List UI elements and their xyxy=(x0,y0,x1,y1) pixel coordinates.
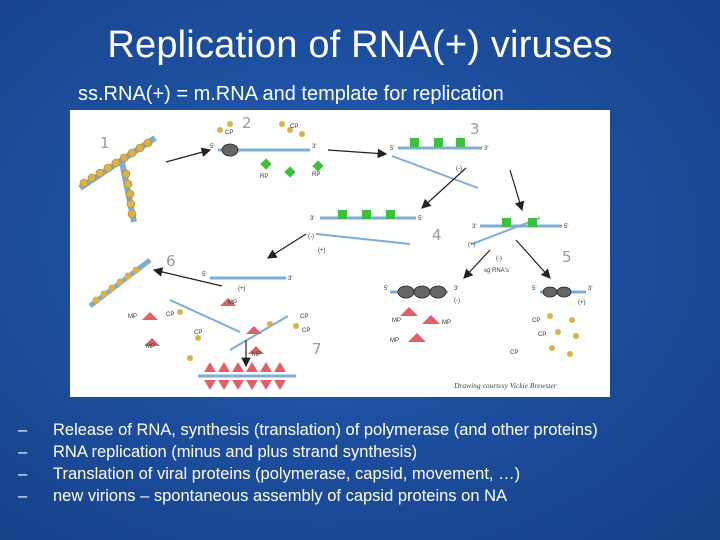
label-mp-6d: MP xyxy=(252,352,261,358)
bullet-text: Translation of viral proteins (polymeras… xyxy=(53,465,521,483)
step-number-7: 7 xyxy=(312,340,322,358)
bullet-dash: – xyxy=(18,465,28,483)
bullet-dash: – xyxy=(18,421,28,439)
label-5prime-5b: 5' xyxy=(532,286,536,292)
bullet-item: – Translation of viral proteins (polymera… xyxy=(18,463,718,485)
label-5prime-5a: 5' xyxy=(384,286,388,292)
label-mp-6a: MP xyxy=(228,300,237,306)
label-minus-4: (-) xyxy=(308,234,314,240)
label-5prime-4b: 5' xyxy=(564,224,568,230)
label-cp-2b: CP xyxy=(290,124,298,130)
label-mp-5c: MP xyxy=(390,338,399,344)
step-number-6: 6 xyxy=(166,252,176,270)
step-number-4: 4 xyxy=(432,226,442,244)
bullet-text: new virions – spontaneous assembly of ca… xyxy=(53,487,507,505)
label-5prime-6: 5' xyxy=(202,272,206,278)
replicase-binding-step: 5' 3' (-) xyxy=(390,138,488,189)
replication-diagram: 1 2 3 4 5 6 7 5' 3' xyxy=(70,110,610,397)
label-cp-2a: CP xyxy=(225,130,233,136)
label-mp-6b: MP xyxy=(128,314,137,320)
label-3prime-3: 3' xyxy=(484,146,488,152)
minus-strand-synthesis-step: 3' 5' (-) (+) xyxy=(308,210,422,254)
label-mp-5b: MP xyxy=(442,320,451,326)
label-plus-4b: (+) xyxy=(468,242,476,248)
label-3prime-2: 3' xyxy=(312,144,316,150)
bullet-text: RNA replication (minus and plus strand s… xyxy=(53,443,418,461)
label-5prime-3: 5' xyxy=(390,146,394,152)
label-mp-6c: MP xyxy=(146,344,155,350)
plus-strand-synthesis-step: 3' 5' (+) (-) sg RNA's xyxy=(468,217,568,274)
movement-complex xyxy=(198,362,296,390)
step-number-3: 3 xyxy=(470,120,480,138)
label-minus-4b: (-) xyxy=(496,256,502,262)
bullet-dash: – xyxy=(18,487,28,505)
bullet-item: – RNA replication (minus and plus strand … xyxy=(18,441,718,463)
assembly-step: 5' 3' (+) MP MP MP MP CP CP CP CP xyxy=(88,258,310,361)
label-minus-3: (-) xyxy=(456,166,462,172)
label-cp-5a: CP xyxy=(532,318,540,324)
label-minus-5: (-) xyxy=(454,298,460,304)
slide-title: Replication of RNA(+) viruses xyxy=(107,24,613,66)
replication-diagram-svg: 1 2 3 4 5 6 7 5' 3' xyxy=(78,114,592,390)
label-plus-4: (+) xyxy=(318,248,326,254)
bullet-item: – new virions – spontaneous assembly of c… xyxy=(18,485,718,507)
bullet-text: Release of RNA, synthesis (translation) … xyxy=(53,421,598,439)
label-rp-2a: RP xyxy=(260,174,268,180)
label-3prime-5a: 3' xyxy=(454,286,458,292)
subgenomic-translation-step: 5' 3' (-) 5' 3' (+) MP MP MP CP CP CP xyxy=(384,285,592,357)
virion-particle-1 xyxy=(78,135,157,223)
label-3prime-6: 3' xyxy=(288,276,292,282)
step-number-2: 2 xyxy=(242,114,252,132)
label-5prime-2: 5' xyxy=(210,144,214,150)
label-cp-5b: CP xyxy=(538,332,546,338)
step-number-5: 5 xyxy=(562,248,572,266)
label-3prime-4: 3' xyxy=(310,216,314,222)
label-plus-6: (+) xyxy=(238,286,246,292)
label-cp-5c: CP xyxy=(510,350,518,356)
figure-credit: Drawing courtesy Vickie Brewster xyxy=(453,381,557,390)
label-rp-2b: RP xyxy=(312,172,320,178)
label-3prime-4b: 3' xyxy=(472,224,476,230)
bullet-dash: – xyxy=(18,443,28,461)
bullet-item: – Release of RNA, synthesis (translation)… xyxy=(18,419,718,441)
label-cp-6a: CP xyxy=(166,312,174,318)
label-5prime-4: 5' xyxy=(418,216,422,222)
slide-subtitle: ss.RNA(+) = m.RNA and template for repli… xyxy=(78,83,504,105)
label-cp-6c: CP xyxy=(300,314,308,320)
uncoating-step: 5' 3' CP CP RP RP xyxy=(210,121,324,180)
label-sg-rnas: sg RNA's xyxy=(484,268,509,274)
flow-arrows xyxy=(152,147,551,368)
label-cp-6d: CP xyxy=(302,328,310,334)
label-3prime-5b: 3' xyxy=(588,286,592,292)
label-cp-6b: CP xyxy=(194,330,202,336)
label-plus-5: (+) xyxy=(578,300,586,306)
step-number-1: 1 xyxy=(100,134,110,152)
label-mp-5a: MP xyxy=(392,318,401,324)
bullet-list: – Release of RNA, synthesis (translation)… xyxy=(18,419,718,507)
